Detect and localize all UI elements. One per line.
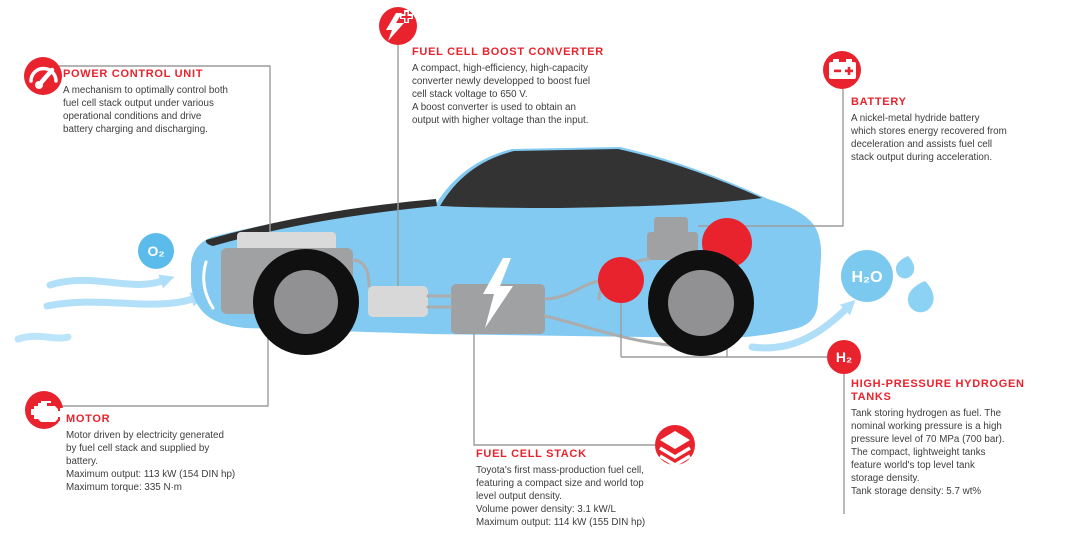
- headlamp-accent: [202, 260, 215, 310]
- fuel-cell-stack-line: [473, 332, 656, 446]
- fuel-cell-lightning-icon: [483, 258, 513, 328]
- callout-title: FUEL CELL BOOST CONVERTER: [412, 46, 604, 58]
- water-drop-icon: [895, 256, 915, 279]
- callout-body: Motor driven by electricity generated by…: [66, 430, 236, 493]
- callout-title: BATTERY: [851, 96, 907, 108]
- callout-motor: MOTOR Motor driven by electricity genera…: [66, 413, 316, 494]
- hydrogen-tank-front: [598, 257, 644, 303]
- callout-title: MOTOR: [66, 413, 111, 425]
- callout-fuel-cell-stack: FUEL CELL STACK Toyota's first mass-prod…: [476, 448, 716, 529]
- h2o-label: H₂O: [851, 269, 882, 286]
- callout-body: A compact, high-efficiency, high-capacit…: [412, 63, 591, 126]
- front-wheel-hub: [274, 270, 338, 334]
- flow-arrow-icon: [46, 274, 175, 289]
- callout-title: HIGH-PRESSURE HYDROGEN TANKS: [851, 378, 1025, 403]
- fuel-cell-stack-box: [451, 284, 545, 334]
- battery-line: [698, 89, 844, 227]
- air-intake-arrows: [14, 274, 206, 343]
- boost-converter-box: [368, 286, 428, 317]
- h2o-exhaust: H₂O: [748, 250, 934, 352]
- greenhouse-glass: [440, 149, 762, 208]
- exhaust-arrow-icon: [748, 299, 856, 352]
- callout-body: Tank storing hydrogen as fuel. The nomin…: [851, 408, 1005, 497]
- h2-label: H₂: [836, 349, 852, 365]
- callout-title: POWER CONTROL UNIT: [63, 68, 204, 80]
- callout-icons: H₂: [24, 7, 861, 468]
- o2-badge: O₂: [138, 233, 174, 269]
- callout-fuel-cell-boost-converter: FUEL CELL BOOST CONVERTER A compact, hig…: [412, 46, 662, 127]
- o2-label: O₂: [147, 243, 164, 259]
- pcu-line: [59, 65, 271, 232]
- lightning-plus-icon: [379, 7, 417, 45]
- callout-power-control-unit: POWER CONTROL UNIT A mechanism to optima…: [63, 68, 303, 136]
- battery-icon: [823, 51, 861, 89]
- callout-body: A nickel-metal hydride battery which sto…: [851, 113, 1007, 163]
- callout-hydrogen-tanks: HIGH-PRESSURE HYDROGEN TANKS Tank storin…: [851, 378, 1061, 498]
- callout-battery: BATTERY A nickel-metal hydride battery w…: [851, 96, 1051, 164]
- flow-arrow-icon: [43, 292, 206, 310]
- stack-layers-icon: [655, 425, 695, 468]
- engine-icon: [25, 391, 64, 429]
- wheels: [253, 249, 754, 356]
- water-drop-icon: [907, 281, 934, 313]
- battery-box: [647, 217, 698, 260]
- rear-wheel-hub: [668, 270, 734, 336]
- hood-accent: [205, 199, 437, 246]
- callout-body: Toyota's first mass-production fuel cell…: [476, 465, 646, 528]
- flow-arrow-icon: [14, 332, 72, 343]
- callout-body: A mechanism to optimally control both fu…: [63, 85, 228, 135]
- callout-title: FUEL CELL STACK: [476, 448, 587, 460]
- h2-badge-icon: H₂: [827, 340, 861, 374]
- gauge-icon: [24, 57, 62, 95]
- motor-line: [62, 316, 269, 407]
